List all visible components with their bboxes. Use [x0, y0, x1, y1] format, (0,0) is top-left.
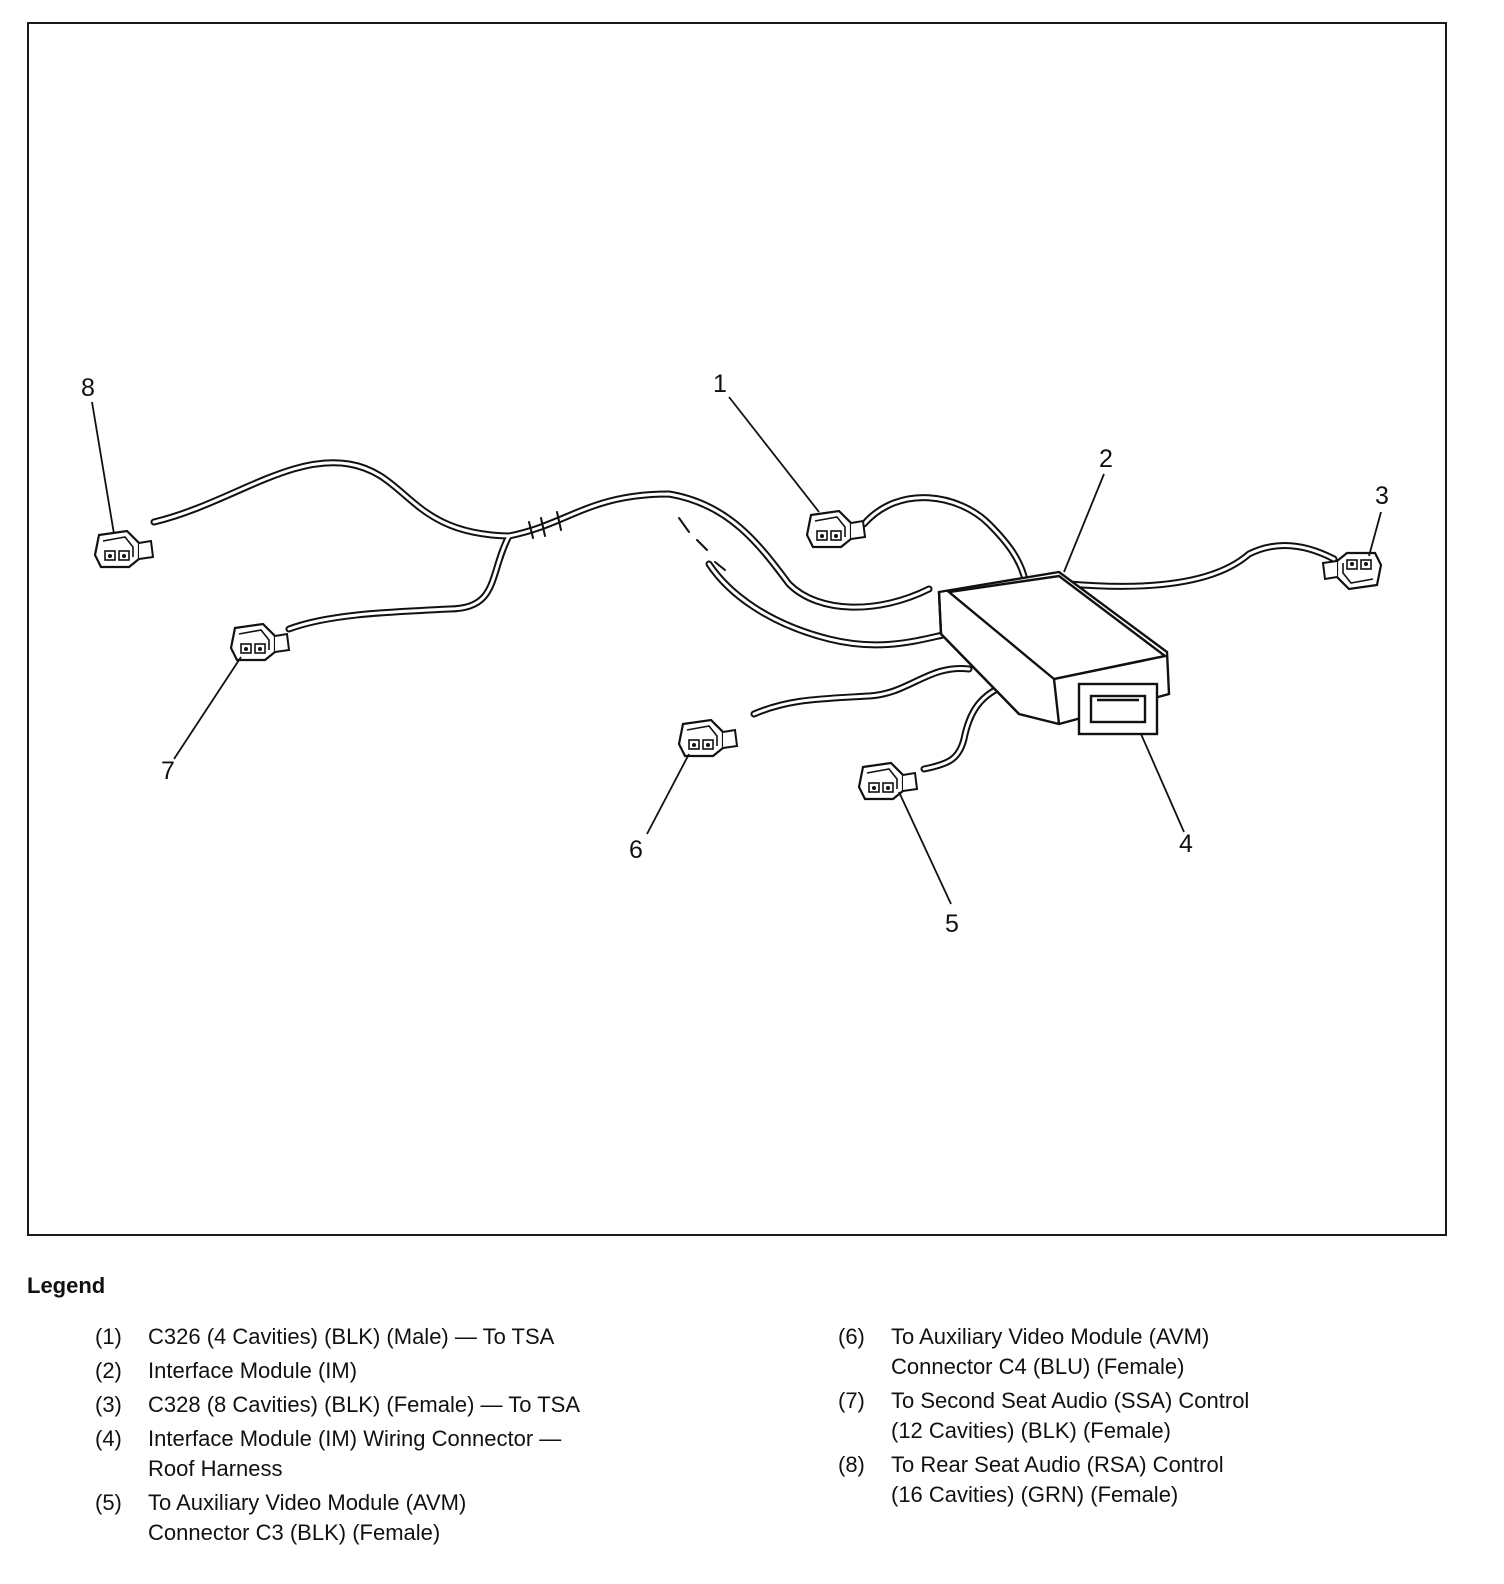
legend-item: (1) C326 (4 Cavities) (BLK) (Male) — To …	[95, 1322, 580, 1352]
legend-item: (3) C328 (8 Cavities) (BLK) (Female) — T…	[95, 1390, 580, 1420]
wiring-harness-illustration: 8 1 2 3 4 5 6 7	[81, 370, 1389, 938]
diagram-frame: 8 1 2 3 4 5 6 7	[27, 22, 1447, 1236]
legend-number: (2)	[95, 1358, 122, 1383]
legend-text: To Rear Seat Audio (RSA) Control (16 Cav…	[891, 1452, 1224, 1507]
legend-text: Interface Module (IM) Wiring Connector —…	[148, 1426, 562, 1481]
connector-5-plug	[857, 761, 919, 801]
legend-item: (7) To Second Seat Audio (SSA) Control (…	[838, 1386, 1249, 1446]
legend-text: To Auxiliary Video Module (AVM) Connecto…	[148, 1490, 467, 1545]
legend-number: (8)	[838, 1452, 865, 1477]
callout-4: 4	[1179, 830, 1193, 858]
legend-number: (3)	[95, 1392, 122, 1417]
legend-item: (8) To Rear Seat Audio (RSA) Control (16…	[838, 1450, 1249, 1510]
legend-number: (1)	[95, 1324, 122, 1349]
callout-5: 5	[945, 910, 959, 938]
legend-title: Legend	[27, 1273, 106, 1298]
legend-number: (6)	[838, 1324, 865, 1349]
legend-item: (5) To Auxiliary Video Module (AVM) Conn…	[95, 1488, 580, 1548]
legend-text: C326 (4 Cavities) (BLK) (Male) — To TSA	[148, 1324, 555, 1349]
legend-item: (2) Interface Module (IM)	[95, 1356, 580, 1386]
connector-7-plug	[229, 622, 291, 662]
legend-text: C328 (8 Cavities) (BLK) (Female) — To TS…	[148, 1392, 580, 1417]
callout-1: 1	[713, 370, 727, 398]
legend-item: (4) Interface Module (IM) Wiring Connect…	[95, 1424, 580, 1484]
im-wiring-connector	[1077, 682, 1159, 736]
legend-text: To Second Seat Audio (SSA) Control (12 C…	[891, 1388, 1250, 1443]
callout-7: 7	[161, 757, 175, 785]
callout-3: 3	[1375, 482, 1389, 510]
connector-1-plug	[805, 509, 867, 549]
legend-left-column: (1) C326 (4 Cavities) (BLK) (Male) — To …	[95, 1322, 580, 1552]
leader-lines	[91, 396, 1382, 905]
legend-number: (5)	[95, 1490, 122, 1515]
legend-item: (6) To Auxiliary Video Module (AVM) Conn…	[838, 1322, 1249, 1382]
legend-number: (4)	[95, 1426, 122, 1451]
callout-6: 6	[629, 836, 643, 864]
connector-6-plug	[677, 718, 739, 758]
callout-8: 8	[81, 374, 95, 402]
connector-8-plug	[93, 529, 155, 569]
legend-text: To Auxiliary Video Module (AVM) Connecto…	[891, 1324, 1210, 1379]
callout-2: 2	[1099, 445, 1113, 473]
legend-right-column: (6) To Auxiliary Video Module (AVM) Conn…	[838, 1322, 1249, 1514]
legend-text: Interface Module (IM)	[148, 1358, 358, 1383]
wire-bundle	[150, 459, 1338, 773]
legend-number: (7)	[838, 1388, 865, 1413]
